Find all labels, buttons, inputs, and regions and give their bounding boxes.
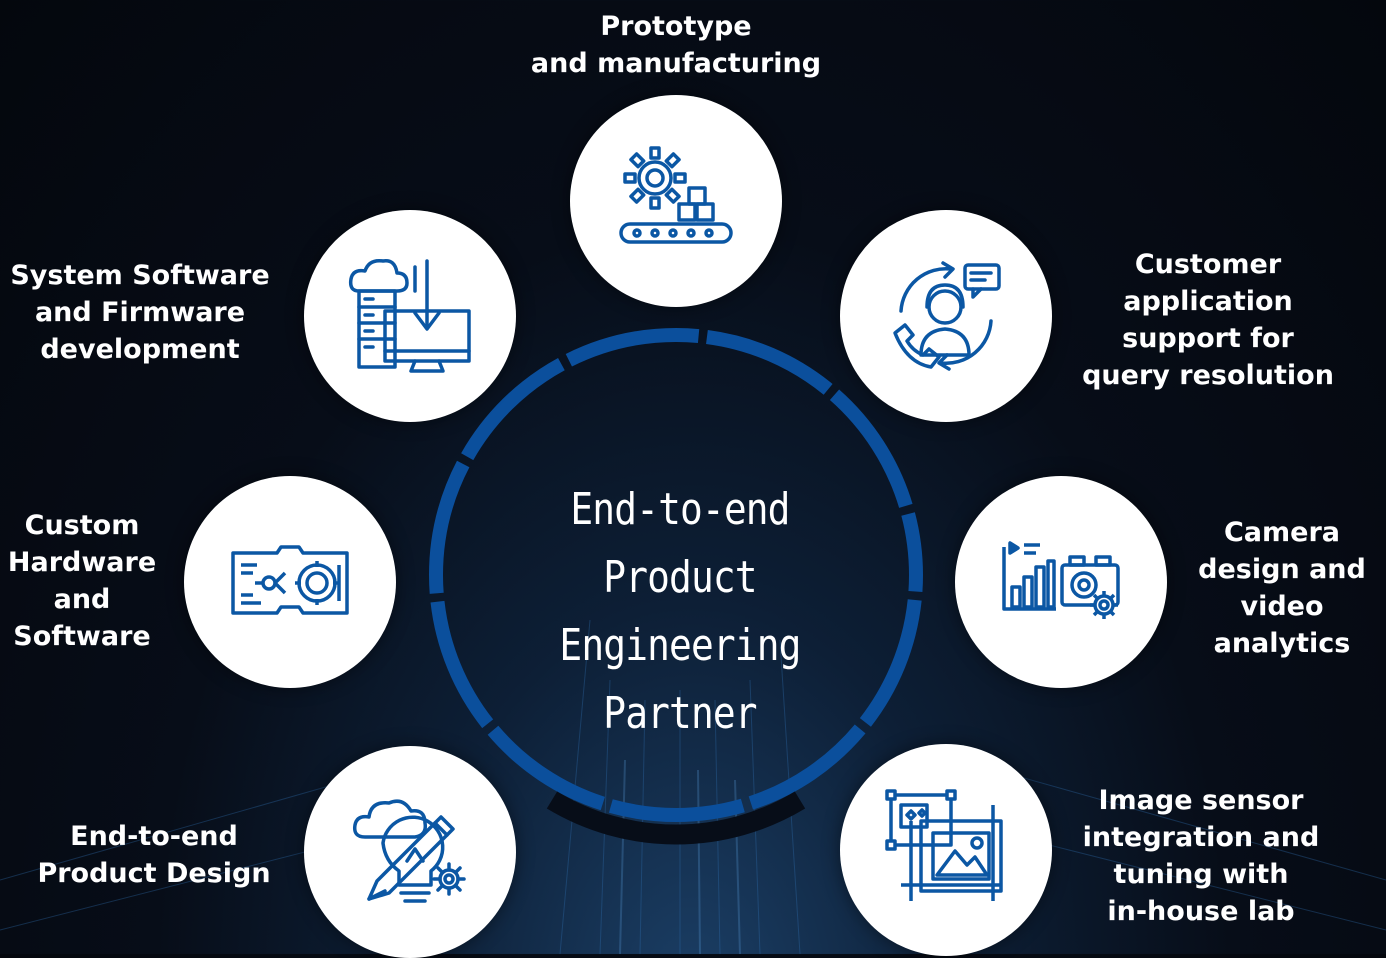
node-prototype-manufacturing bbox=[570, 95, 782, 307]
label-image-sensor: Image sensor integration and tuning with… bbox=[1082, 785, 1320, 927]
node-customer-support bbox=[840, 210, 1052, 422]
camera-analytics-icon bbox=[1002, 541, 1120, 619]
label-prototype-manufacturing: Prototype and manufacturing bbox=[530, 11, 822, 79]
node-image-sensor bbox=[840, 744, 1052, 956]
gear-conveyor-icon bbox=[619, 146, 733, 244]
image-sensor-icon bbox=[885, 789, 1003, 901]
label-camera-analytics: Camera design and video analytics bbox=[1198, 517, 1366, 659]
node-custom-hardware bbox=[184, 476, 396, 688]
label-product-design: End-to-end Product Design bbox=[37, 821, 271, 889]
label-custom-hardware: Custom Hardware and Software bbox=[7, 510, 157, 652]
center-title: End-to-end Product Engineering Partner bbox=[559, 484, 801, 739]
circuit-board-icon bbox=[231, 545, 349, 615]
node-product-design bbox=[304, 746, 516, 958]
node-camera-analytics bbox=[955, 476, 1167, 688]
idea-design-icon bbox=[352, 799, 466, 903]
customer-support-icon bbox=[893, 261, 1001, 371]
node-system-software bbox=[304, 210, 516, 422]
label-system-software: System Software and Firmware development bbox=[10, 260, 270, 365]
label-customer-support: Customer application support for query r… bbox=[1082, 249, 1334, 391]
cloud-computer-icon bbox=[348, 258, 471, 373]
